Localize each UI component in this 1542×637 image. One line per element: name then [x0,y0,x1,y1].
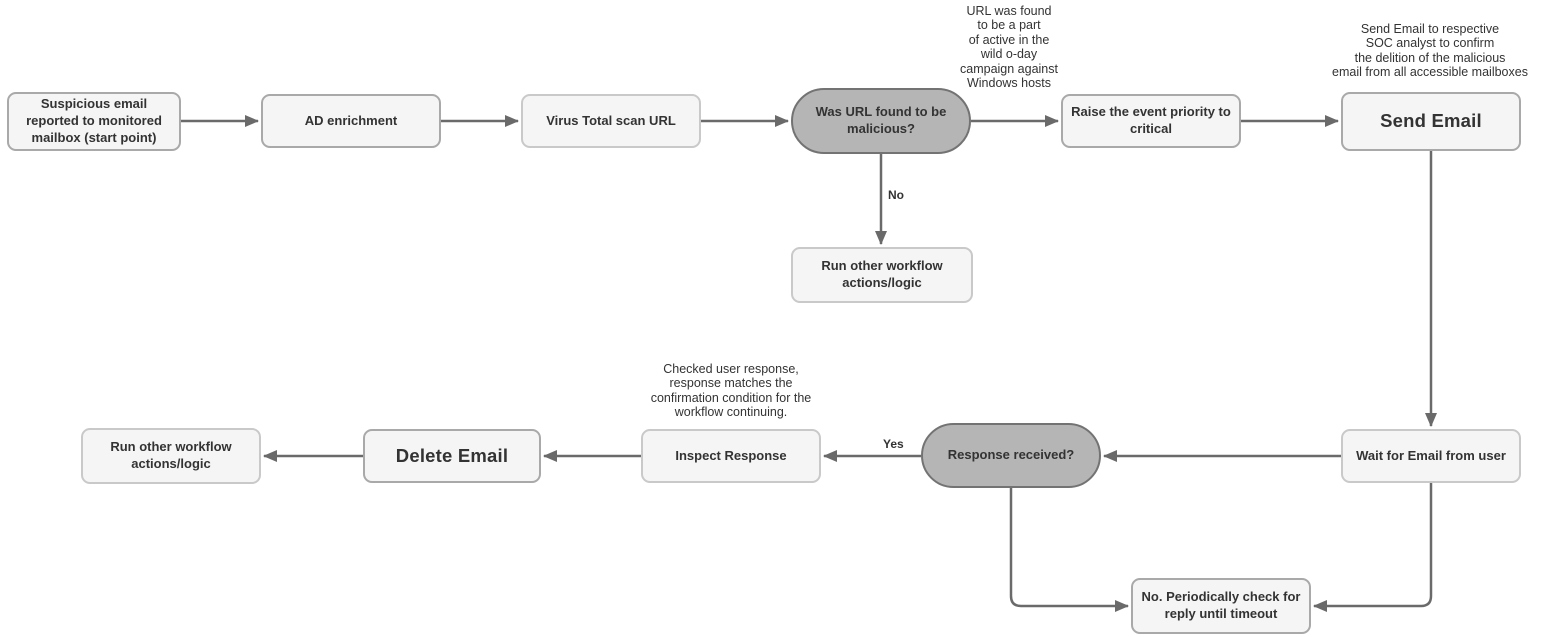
node-run-other-top[interactable]: Run other workflow actions/logic [791,247,973,303]
node-inspect-response-label: Inspect Response [675,447,787,463]
node-run-other-bottom[interactable]: Run other workflow actions/logic [81,428,261,484]
node-wait-email[interactable]: Wait for Email from user [1341,429,1521,483]
node-ad-enrichment-label: AD enrichment [304,112,398,128]
node-run-other-top-label: Run other workflow actions/logic [821,258,943,290]
node-send-email[interactable]: Send Email [1341,92,1521,151]
node-raise-priority-label: Raise the event priority to critical [1071,104,1231,136]
node-start-label: Suspicious email reported to monitored m… [26,96,162,145]
node-periodic-check-label: No. Periodically check for reply until t… [1141,589,1301,621]
node-run-other-bottom-label: Run other workflow actions/logic [110,439,232,471]
node-periodic-check[interactable]: No. Periodically check for reply until t… [1131,578,1311,634]
node-virus-total-label: Virus Total scan URL [546,112,676,128]
node-delete-email[interactable]: Delete Email [363,429,541,483]
annotation-send-email: Send Email to respective SOC analyst to … [1332,22,1528,80]
node-inspect-response[interactable]: Inspect Response [641,429,821,483]
node-response-received-decision[interactable]: Response received? [921,423,1101,488]
node-delete-email-label: Delete Email [395,444,509,466]
node-virus-total[interactable]: Virus Total scan URL [521,94,701,148]
node-url-malicious-label: Was URL found to be malicious? [815,104,947,136]
edge-label-yes: Yes [881,437,906,451]
edge-label-no: No [886,188,906,202]
node-send-email-label: Send Email [1380,110,1482,132]
node-ad-enrichment[interactable]: AD enrichment [261,94,441,148]
node-response-received-label: Response received? [947,447,1075,463]
node-wait-email-label: Wait for Email from user [1356,447,1506,463]
annotation-inspect-response: Checked user response, response matches … [650,362,812,420]
node-raise-priority[interactable]: Raise the event priority to critical [1061,94,1241,148]
node-url-malicious-decision[interactable]: Was URL found to be malicious? [791,88,971,154]
annotation-zero-day: URL was found to be a part of active in … [960,4,1058,91]
edge-wait-to-periodic [1313,483,1433,612]
edge-response-to-periodic [1009,488,1129,612]
node-start[interactable]: Suspicious email reported to monitored m… [7,92,181,151]
